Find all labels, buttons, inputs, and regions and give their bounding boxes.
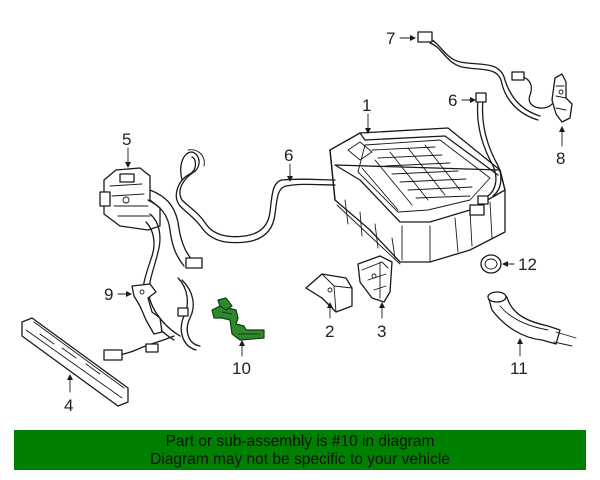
bracket-part-10-highlighted [211, 297, 265, 341]
bracket-part-9 [131, 283, 163, 335]
rail-bracket-part-4 [21, 317, 129, 407]
callout-arrows [67, 35, 565, 393]
mount-bracket-part-2 [305, 273, 353, 313]
callout-2: 2 [325, 322, 334, 341]
callout-3: 3 [377, 322, 386, 341]
junction-block-part-5 [99, 167, 203, 361]
callout-10: 10 [232, 359, 251, 378]
mount-bracket-part-3 [357, 255, 393, 303]
callout-5: 5 [122, 130, 131, 149]
cable-part-6-upper [417, 31, 553, 197]
battery-pack-part-1 [329, 127, 506, 265]
callout-11: 11 [510, 359, 528, 378]
bracket-part-8 [551, 73, 573, 123]
parts-diagram: 1 2 3 4 5 6 6 7 8 9 10 11 12 [21, 29, 577, 415]
duct-part-11 [487, 291, 577, 347]
callout-9: 9 [104, 285, 113, 304]
cable-part-6-lower [175, 149, 336, 244]
callout-4: 4 [64, 396, 73, 415]
footer-line-2: Diagram may not be specific to your vehi… [150, 451, 450, 468]
seal-ring-part-12 [480, 254, 502, 274]
footer-line-1: Part or sub-assembly is #10 in diagram [165, 433, 435, 450]
callout-1: 1 [362, 96, 371, 115]
callout-6-upper: 6 [448, 91, 457, 110]
callout-6-lower: 6 [284, 146, 293, 165]
callout-12: 12 [518, 255, 537, 274]
callout-8: 8 [556, 149, 565, 168]
footer-banner: Part or sub-assembly is #10 in diagram D… [14, 430, 586, 470]
callout-7: 7 [386, 29, 395, 48]
